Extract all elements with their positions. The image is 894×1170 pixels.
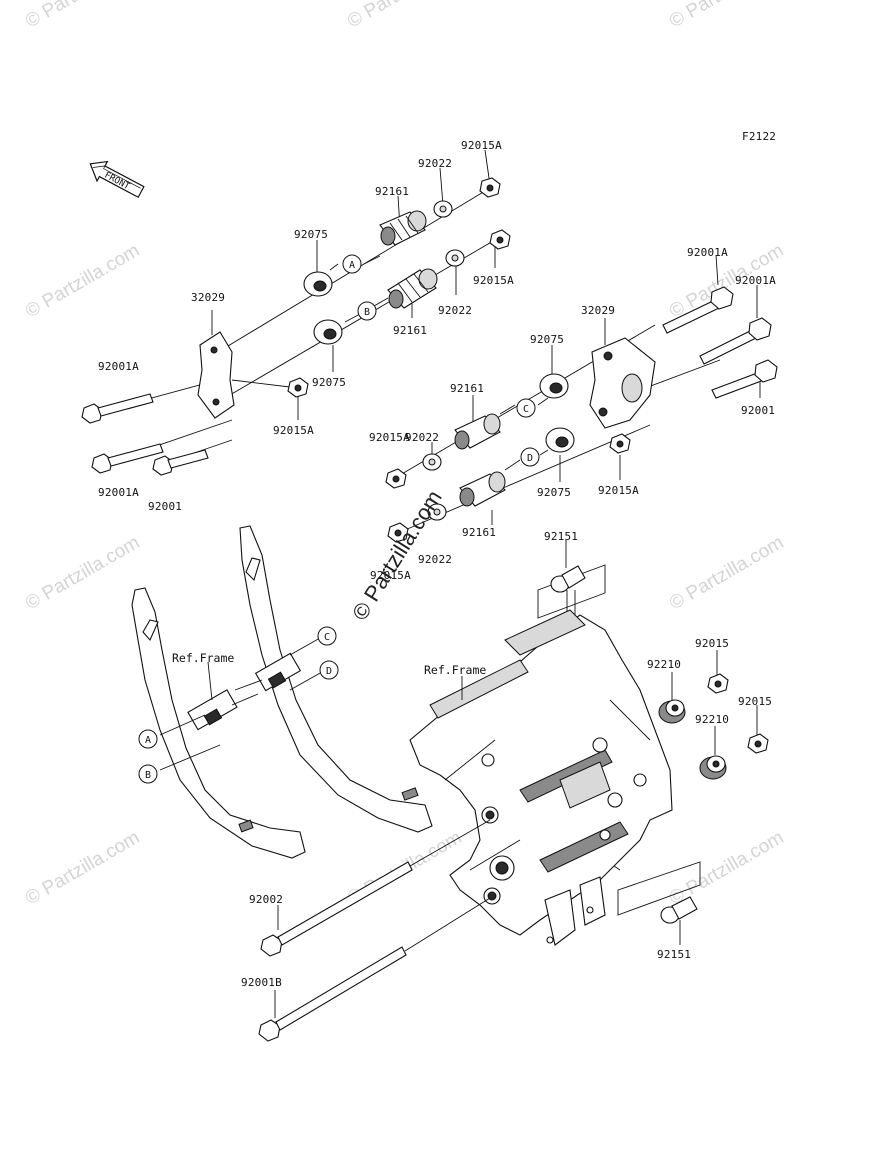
bolt-icon [152,449,209,476]
frame-rails [131,525,433,859]
bolt-icon [711,359,778,399]
long-bolts [258,819,491,1042]
part-number: 92022 [438,304,472,317]
svg-text:A: A [145,735,151,746]
part-number-labels: 92015A 92022 92161 92075 92015A 92022 92… [98,139,776,989]
part-number: 92015A [598,484,639,497]
svg-text:A: A [349,260,355,271]
part-number: 92015 [695,637,729,650]
callout-a-top: A [342,254,362,274]
left-mount-assembly [81,149,511,476]
part-number: 92210 [647,658,681,671]
part-number: 92002 [249,893,283,906]
ref-frame-label-left: Ref.Frame [172,651,234,665]
watermark: © Partzilla.com [666,827,787,909]
callout-c-frame: C [317,626,337,646]
watermark: © Partzilla.com [22,827,143,909]
part-number: 92001 [148,500,182,513]
part-number: 92015A [273,424,314,437]
ref-frame-label-right: Ref.Frame [424,663,486,677]
frame-fasteners [550,540,769,945]
part-number: 92022 [418,553,452,566]
nut-icon [699,755,727,780]
part-number: 92015A [473,274,514,287]
nut-icon [658,699,686,724]
bolt-icon [550,565,586,593]
bolt-icon [660,896,698,924]
bolt-icon [258,946,407,1042]
part-number: 92022 [418,157,452,170]
bolt-icon [699,317,772,365]
callout-b-frame: B [138,764,158,784]
bolt-icon [662,286,734,334]
svg-text:D: D [326,666,332,677]
part-number: 92001B [241,976,282,989]
watermark: © Partzilla.com [666,532,787,614]
part-number: 92001 [741,404,775,417]
callout-b-top: B [357,301,377,321]
part-number: 92161 [462,526,496,539]
watermark: © Partzilla.com [22,0,143,32]
watermark: © Partzilla.com [22,532,143,614]
part-number: 92015 [738,695,772,708]
main-frame-body [409,564,701,946]
part-number: 32029 [191,291,225,304]
svg-text:B: B [364,307,370,318]
callout-leaders [159,255,549,771]
svg-text:C: C [523,404,529,415]
part-number: 92001A [98,486,139,499]
part-number: 92151 [657,948,691,961]
svg-text:B: B [145,770,151,781]
watermark: © Partzilla.com [666,0,787,32]
part-number: 92001A [98,360,139,373]
diagram-code: F2122 [742,130,776,143]
part-number: 92210 [695,713,729,726]
svg-text:D: D [527,453,533,464]
part-number: 32029 [581,304,615,317]
bolt-icon [81,393,154,424]
watermark: © Partzilla.com [22,240,143,322]
part-number: 92075 [294,228,328,241]
front-arrow-icon: FRONT [89,160,145,199]
part-number: 92022 [405,431,439,444]
watermark: © Partzilla.com [344,0,465,32]
svg-text:C: C [324,632,330,643]
callout-d-frame: D [319,660,339,680]
bolt-icon [91,443,164,474]
part-number: 92161 [375,185,409,198]
part-number: 92015A [369,431,410,444]
callout-c-right: C [516,398,536,418]
part-number: 92075 [312,376,346,389]
part-number: 92151 [544,530,578,543]
callout-a-frame: A [138,729,158,749]
part-number: 92015A [461,139,502,152]
callout-d-right: D [520,447,540,467]
part-number: 92161 [393,324,427,337]
right-mount-assembly [385,254,778,543]
part-number: 92001A [687,246,728,259]
part-number: 92075 [530,333,564,346]
bolt-icon [260,861,413,957]
part-number: 92015A [370,569,411,582]
part-number: 92001A [735,274,776,287]
part-number: 92075 [537,486,571,499]
part-number: 92161 [450,382,484,395]
